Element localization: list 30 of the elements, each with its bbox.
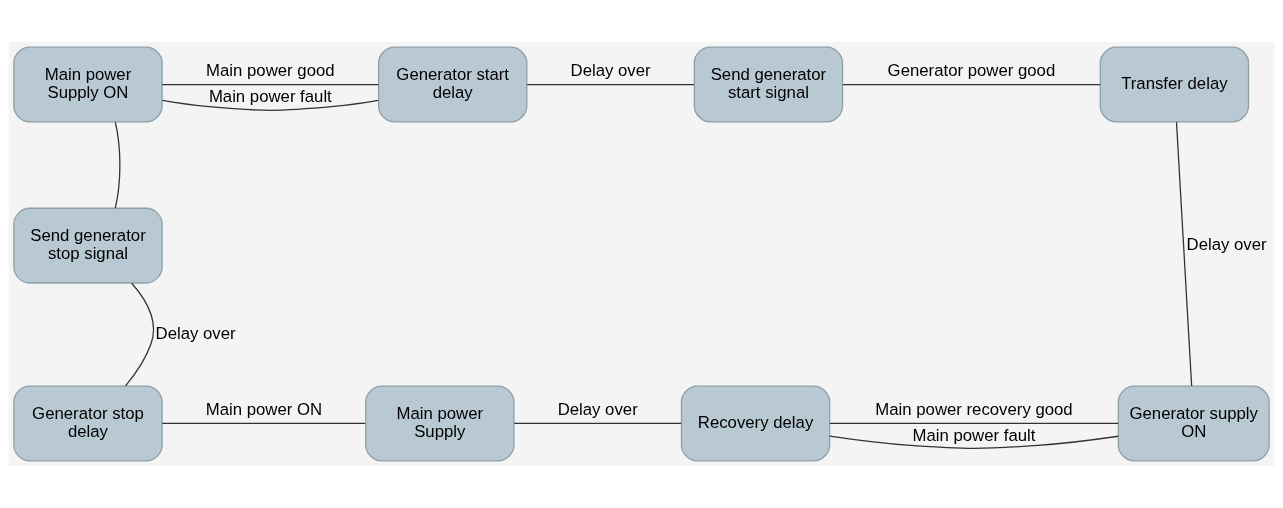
connector (161, 83, 380, 86)
connector (829, 435, 1119, 449)
node-box: Generator stop delay (13, 385, 163, 462)
edge-label: Main power recovery good (875, 399, 1073, 419)
edge-label: Main power fault (912, 425, 1036, 445)
edge-label: Main power good (206, 61, 335, 81)
edge-label: Main power fault (208, 86, 332, 106)
connector (161, 99, 379, 111)
edge-label: Delay over (1186, 235, 1267, 254)
edge-label: Generator power good (887, 61, 1056, 81)
node-box: Generator supply ON (1117, 385, 1270, 462)
connector (526, 83, 695, 86)
connector (114, 121, 121, 209)
edge-label: Delay over (155, 323, 236, 343)
connector (513, 422, 682, 425)
node-box: Send generator start signal (693, 46, 844, 123)
connector (842, 83, 1101, 86)
connector (1175, 121, 1193, 387)
edge-label: Main power ON (205, 399, 323, 419)
node-box: Recovery delay (680, 385, 831, 462)
connector (829, 422, 1119, 425)
node-box: Main power Supply ON (13, 46, 163, 123)
connector (161, 422, 366, 425)
node-box: Generator start delay (377, 46, 528, 123)
node-box: Send generator stop signal (13, 207, 163, 284)
connector (124, 282, 155, 387)
edge-label: Delay over (570, 61, 651, 81)
edge-label: Delay over (557, 399, 638, 419)
node-box: Main power Supply (365, 385, 515, 462)
node-box: Transfer delay (1099, 46, 1250, 123)
